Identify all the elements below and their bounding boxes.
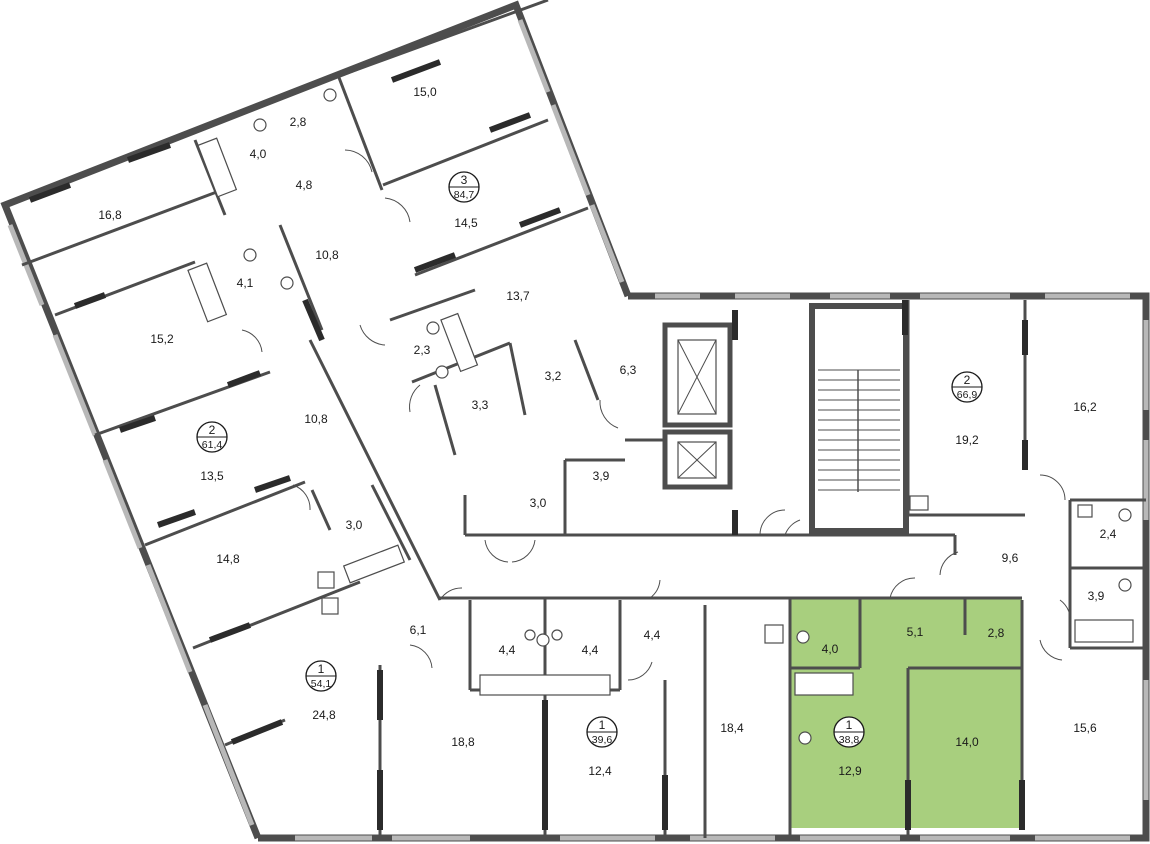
room-area: 3,0 xyxy=(346,518,363,532)
room-area: 2,4 xyxy=(1100,527,1117,541)
highlighted-apartment[interactable] xyxy=(790,598,1022,828)
room-area: 2,8 xyxy=(290,115,307,129)
apartment-badge-1-38-8[interactable]: 1 38,8 xyxy=(833,716,865,748)
room-area: 3,3 xyxy=(472,398,489,412)
room-area: 14,0 xyxy=(955,735,979,749)
windows xyxy=(7,19,1149,841)
apartment-rooms: 1 xyxy=(318,662,325,676)
apartment-total-area: 38,8 xyxy=(839,734,860,746)
room-area: 10,8 xyxy=(304,412,328,426)
room-area: 9,6 xyxy=(1002,551,1019,565)
room-area: 3,9 xyxy=(593,469,610,483)
room-area: 24,8 xyxy=(312,708,336,722)
room-area: 6,1 xyxy=(410,623,427,637)
room-area: 2,3 xyxy=(414,343,431,357)
apartment-total-area: 84,7 xyxy=(454,189,475,201)
apartment-badge-1-54-1[interactable]: 1 54,1 xyxy=(305,660,337,692)
apartment-rooms: 3 xyxy=(461,173,468,187)
doors xyxy=(241,149,1071,681)
room-area: 2,8 xyxy=(988,626,1005,640)
room-area: 18,4 xyxy=(720,721,744,735)
apartment-badge-1-39-6[interactable]: 1 39,6 xyxy=(586,716,618,748)
stair-steps xyxy=(818,369,900,492)
apartment-rooms: 1 xyxy=(846,718,853,732)
room-area: 4,0 xyxy=(822,642,839,656)
apartment-total-area: 61,4 xyxy=(202,439,223,451)
room-area: 4,4 xyxy=(499,643,516,657)
apartment-total-area: 54,1 xyxy=(311,678,332,690)
room-area: 4,0 xyxy=(250,147,267,161)
apartment-badge-2-66-9[interactable]: 2 66,9 xyxy=(951,371,983,403)
apartment-rooms: 2 xyxy=(964,373,971,387)
apartment-rooms: 1 xyxy=(599,718,606,732)
bath-fixtures xyxy=(187,88,1134,745)
room-area: 14,5 xyxy=(454,216,478,230)
room-area: 13,5 xyxy=(200,469,224,483)
room-area: 18,8 xyxy=(451,735,475,749)
apartment-badge-2-61-4[interactable]: 2 61,4 xyxy=(196,421,228,453)
room-area: 3,2 xyxy=(545,369,562,383)
room-area: 14,8 xyxy=(216,552,240,566)
interior-walls-straight xyxy=(377,300,1146,838)
room-area: 15,0 xyxy=(413,85,437,99)
room-area: 15,6 xyxy=(1073,721,1097,735)
interior-walls-wing xyxy=(21,0,600,747)
room-area: 16,2 xyxy=(1073,400,1097,414)
room-area: 15,2 xyxy=(150,332,174,346)
room-area: 12,4 xyxy=(588,764,612,778)
room-area: 4,8 xyxy=(296,178,313,192)
apartment-total-area: 66,9 xyxy=(957,389,978,401)
room-area: 6,3 xyxy=(620,363,637,377)
room-area: 12,9 xyxy=(838,764,862,778)
apartment-rooms: 2 xyxy=(209,423,216,437)
room-area: 4,4 xyxy=(582,643,599,657)
room-area: 3,9 xyxy=(1088,589,1105,603)
apartment-badge-3-84-7[interactable]: 3 84,7 xyxy=(448,171,480,203)
room-area: 4,4 xyxy=(644,628,661,642)
room-area: 4,1 xyxy=(237,276,254,290)
room-area: 5,1 xyxy=(907,625,924,639)
room-area: 19,2 xyxy=(955,433,979,447)
room-area: 13,7 xyxy=(506,289,530,303)
room-area-labels: 15,0 2,8 4,0 4,8 16,8 14,5 10,8 4,1 13,7… xyxy=(98,85,1116,778)
room-area: 10,8 xyxy=(315,248,339,262)
room-area: 16,8 xyxy=(98,208,122,222)
apartment-total-area: 39,6 xyxy=(592,734,613,746)
room-area: 3,0 xyxy=(530,496,547,510)
